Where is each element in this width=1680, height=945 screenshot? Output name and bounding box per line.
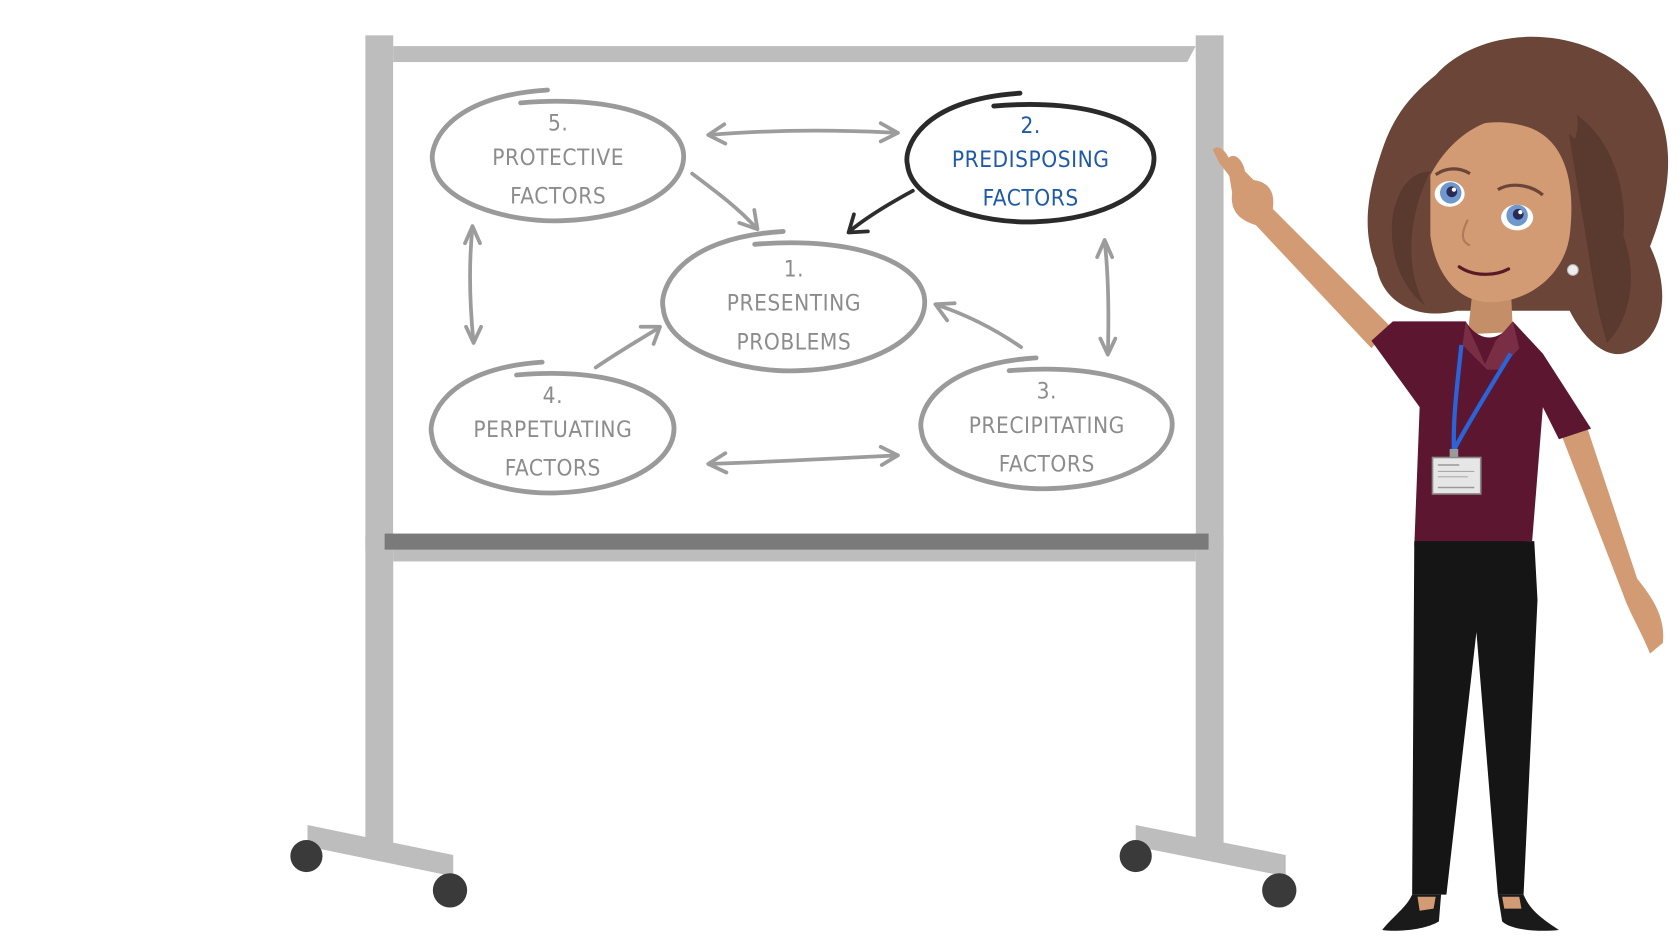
- node-label-line: PROBLEMS: [737, 329, 852, 355]
- presenter-character-icon: [1212, 36, 1669, 931]
- node-label-line: FACTORS: [510, 184, 606, 210]
- node-ring: [660, 229, 928, 374]
- edge-protective-predisposing: [706, 121, 900, 146]
- id-badge-icon: [1431, 448, 1482, 495]
- board-tray: [384, 533, 1209, 550]
- edge-protective-perpetuating: [463, 224, 483, 345]
- eyebrow: [1497, 183, 1544, 197]
- edge-perpetuating-precipitating: [706, 444, 900, 475]
- node-protective: 5. PROTECTIVE FACTORS: [429, 87, 686, 224]
- node-label-line: FACTORS: [505, 456, 601, 482]
- board-left-leg: [365, 535, 394, 847]
- node-number: 2.: [1021, 113, 1041, 139]
- wheel: [1262, 873, 1297, 908]
- board-right-leg: [1195, 535, 1224, 847]
- node-label-line: PREDISPOSING: [952, 147, 1110, 173]
- ankle: [1417, 896, 1436, 911]
- node-ring: [904, 90, 1157, 225]
- node-ring: [429, 87, 686, 224]
- nose: [1461, 219, 1471, 247]
- node-number: 4.: [543, 383, 563, 409]
- node-ring: [918, 355, 1175, 492]
- edge-precipitating-presenting: [933, 301, 1023, 350]
- node-ring: [428, 359, 677, 496]
- hanging-arm: [1558, 423, 1664, 654]
- board-frame-top: [393, 46, 1196, 63]
- edge-predisposing-presenting: [846, 188, 915, 235]
- diagram-edges: [463, 121, 1118, 475]
- node-label-line: PROTECTIVE: [492, 145, 624, 171]
- node-predisposing: 2. PREDISPOSING FACTORS: [904, 90, 1157, 225]
- pupil: [1446, 186, 1458, 198]
- raised-arm: [1226, 155, 1391, 349]
- board-right-foot: [1135, 825, 1286, 877]
- node-label-line: PRESENTING: [727, 291, 861, 317]
- node-number: 1.: [784, 256, 804, 282]
- board-surface: [393, 62, 1196, 535]
- edge-protective-presenting: [690, 171, 760, 232]
- eyebrow: [1434, 167, 1471, 176]
- node-number: 5.: [548, 111, 568, 137]
- whiteboard-icon: [290, 35, 1297, 908]
- board-left-foot: [307, 825, 454, 877]
- node-number: 3.: [1037, 379, 1057, 405]
- node-presenting: 1. PRESENTING PROBLEMS: [660, 229, 928, 374]
- eye-glint: [1518, 210, 1523, 215]
- node-perpetuating: 4. PERPETUATING FACTORS: [428, 359, 677, 496]
- edge-predisposing-precipitating: [1095, 238, 1118, 357]
- mouth: [1457, 265, 1511, 276]
- face: [1430, 122, 1572, 303]
- wheel: [290, 840, 323, 873]
- pupil: [1512, 208, 1524, 220]
- board-frame-left: [365, 35, 394, 550]
- pants: [1412, 541, 1538, 895]
- earring: [1566, 264, 1579, 276]
- hair-bangs: [1424, 75, 1578, 183]
- hair-side: [1391, 171, 1431, 306]
- node-precipitating: 3. PRECIPITATING FACTORS: [918, 355, 1175, 492]
- node-label-line: PERPETUATING: [473, 417, 632, 443]
- ankle: [1502, 896, 1522, 909]
- diagram-nodes: 1. PRESENTING PROBLEMS 2. PREDISPOSING FACTOR…: [428, 87, 1175, 496]
- node-label-line: FACTORS: [983, 186, 1079, 212]
- node-label-line: FACTORS: [999, 451, 1095, 477]
- eye-glint: [1451, 187, 1457, 192]
- node-label-line: PRECIPITATING: [969, 413, 1125, 439]
- edge-perpetuating-presenting: [593, 324, 662, 370]
- pointing-finger: [1212, 147, 1249, 191]
- shirt: [1371, 321, 1592, 547]
- wheel: [1119, 840, 1152, 873]
- hair-shadow: [1564, 107, 1631, 343]
- wheel: [432, 873, 468, 908]
- board-frame-right: [1195, 35, 1224, 550]
- collar: [1462, 321, 1520, 370]
